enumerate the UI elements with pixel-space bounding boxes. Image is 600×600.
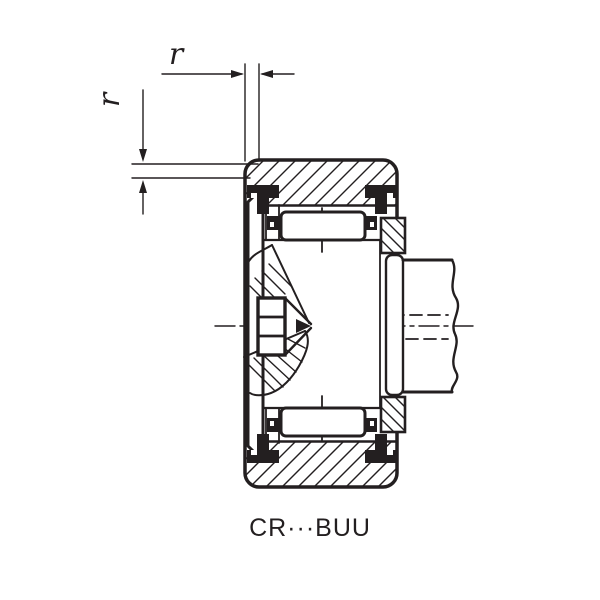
side-washer	[379, 216, 407, 434]
radius-label-side: r	[92, 91, 127, 107]
outer-ring-hatch-bottom	[246, 441, 396, 487]
seal-bottom-right	[364, 418, 397, 463]
outer-ring	[243, 158, 399, 489]
arrow-left-icon	[260, 70, 273, 78]
hex-socket	[256, 296, 313, 357]
outer-ring-hatch-top	[246, 161, 396, 206]
stud-shaft	[401, 258, 460, 394]
dimension-r-side	[131, 89, 259, 215]
seal-top-left	[247, 185, 280, 230]
dimension-r-top	[161, 63, 295, 162]
stud-head-section	[243, 207, 388, 441]
needle-roller-bottom	[279, 406, 367, 438]
needle-roller-top	[279, 210, 367, 242]
radius-label-top: r	[169, 37, 185, 72]
seal-bottom-left	[247, 418, 280, 463]
arrow-up-icon	[139, 180, 147, 193]
center-hole-mark	[296, 319, 311, 333]
shaft-break-line	[450, 258, 460, 394]
break-line-upper	[245, 244, 273, 280]
arrow-right-icon	[231, 70, 244, 78]
arrow-down-icon	[139, 149, 147, 162]
seal-top-right	[364, 185, 397, 230]
stud-hatch	[246, 263, 306, 392]
part-number-caption: CR···BUU	[249, 514, 371, 542]
washer-hub	[384, 253, 405, 397]
break-line-lower	[249, 330, 309, 397]
